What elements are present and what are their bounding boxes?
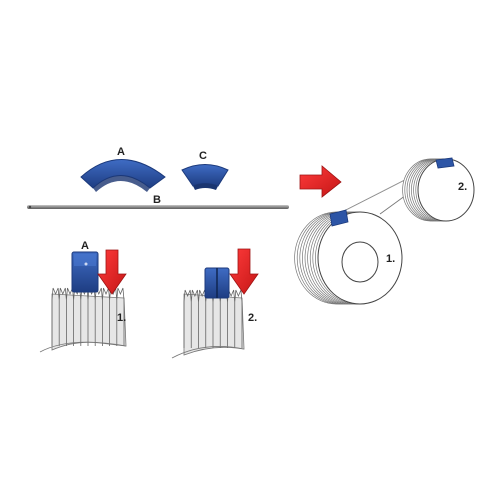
- step2-groove-profile: [171, 289, 245, 359]
- part-a-curved-segment: [80, 159, 166, 192]
- groove-teeth-1: [51, 287, 125, 346]
- groove-teeth-2: [183, 289, 243, 348]
- label-part-b: B: [153, 194, 161, 206]
- coil-large: [294, 209, 403, 305]
- arrow-down-icon: [229, 248, 259, 295]
- step1-groove-profile: [39, 287, 127, 353]
- arrow-down-icon: [97, 249, 127, 295]
- label-coil-large: 1.: [386, 253, 395, 265]
- label-step1-number: 1.: [117, 312, 126, 324]
- coil-assembly: 2. 1.: [294, 157, 475, 305]
- label-coil-small: 2.: [458, 181, 467, 193]
- label-part-c: C: [199, 150, 207, 162]
- label-step1-part-a: A: [81, 240, 89, 252]
- part-c-short-segment: [181, 164, 229, 190]
- label-step2-number: 2.: [248, 312, 257, 324]
- step2-split-block: [204, 267, 230, 299]
- arrow-right-icon: [299, 165, 342, 198]
- part-b-rod: [27, 205, 289, 209]
- coil-small: [402, 157, 475, 222]
- step1-block-a: [71, 251, 99, 293]
- label-part-a: A: [117, 146, 125, 158]
